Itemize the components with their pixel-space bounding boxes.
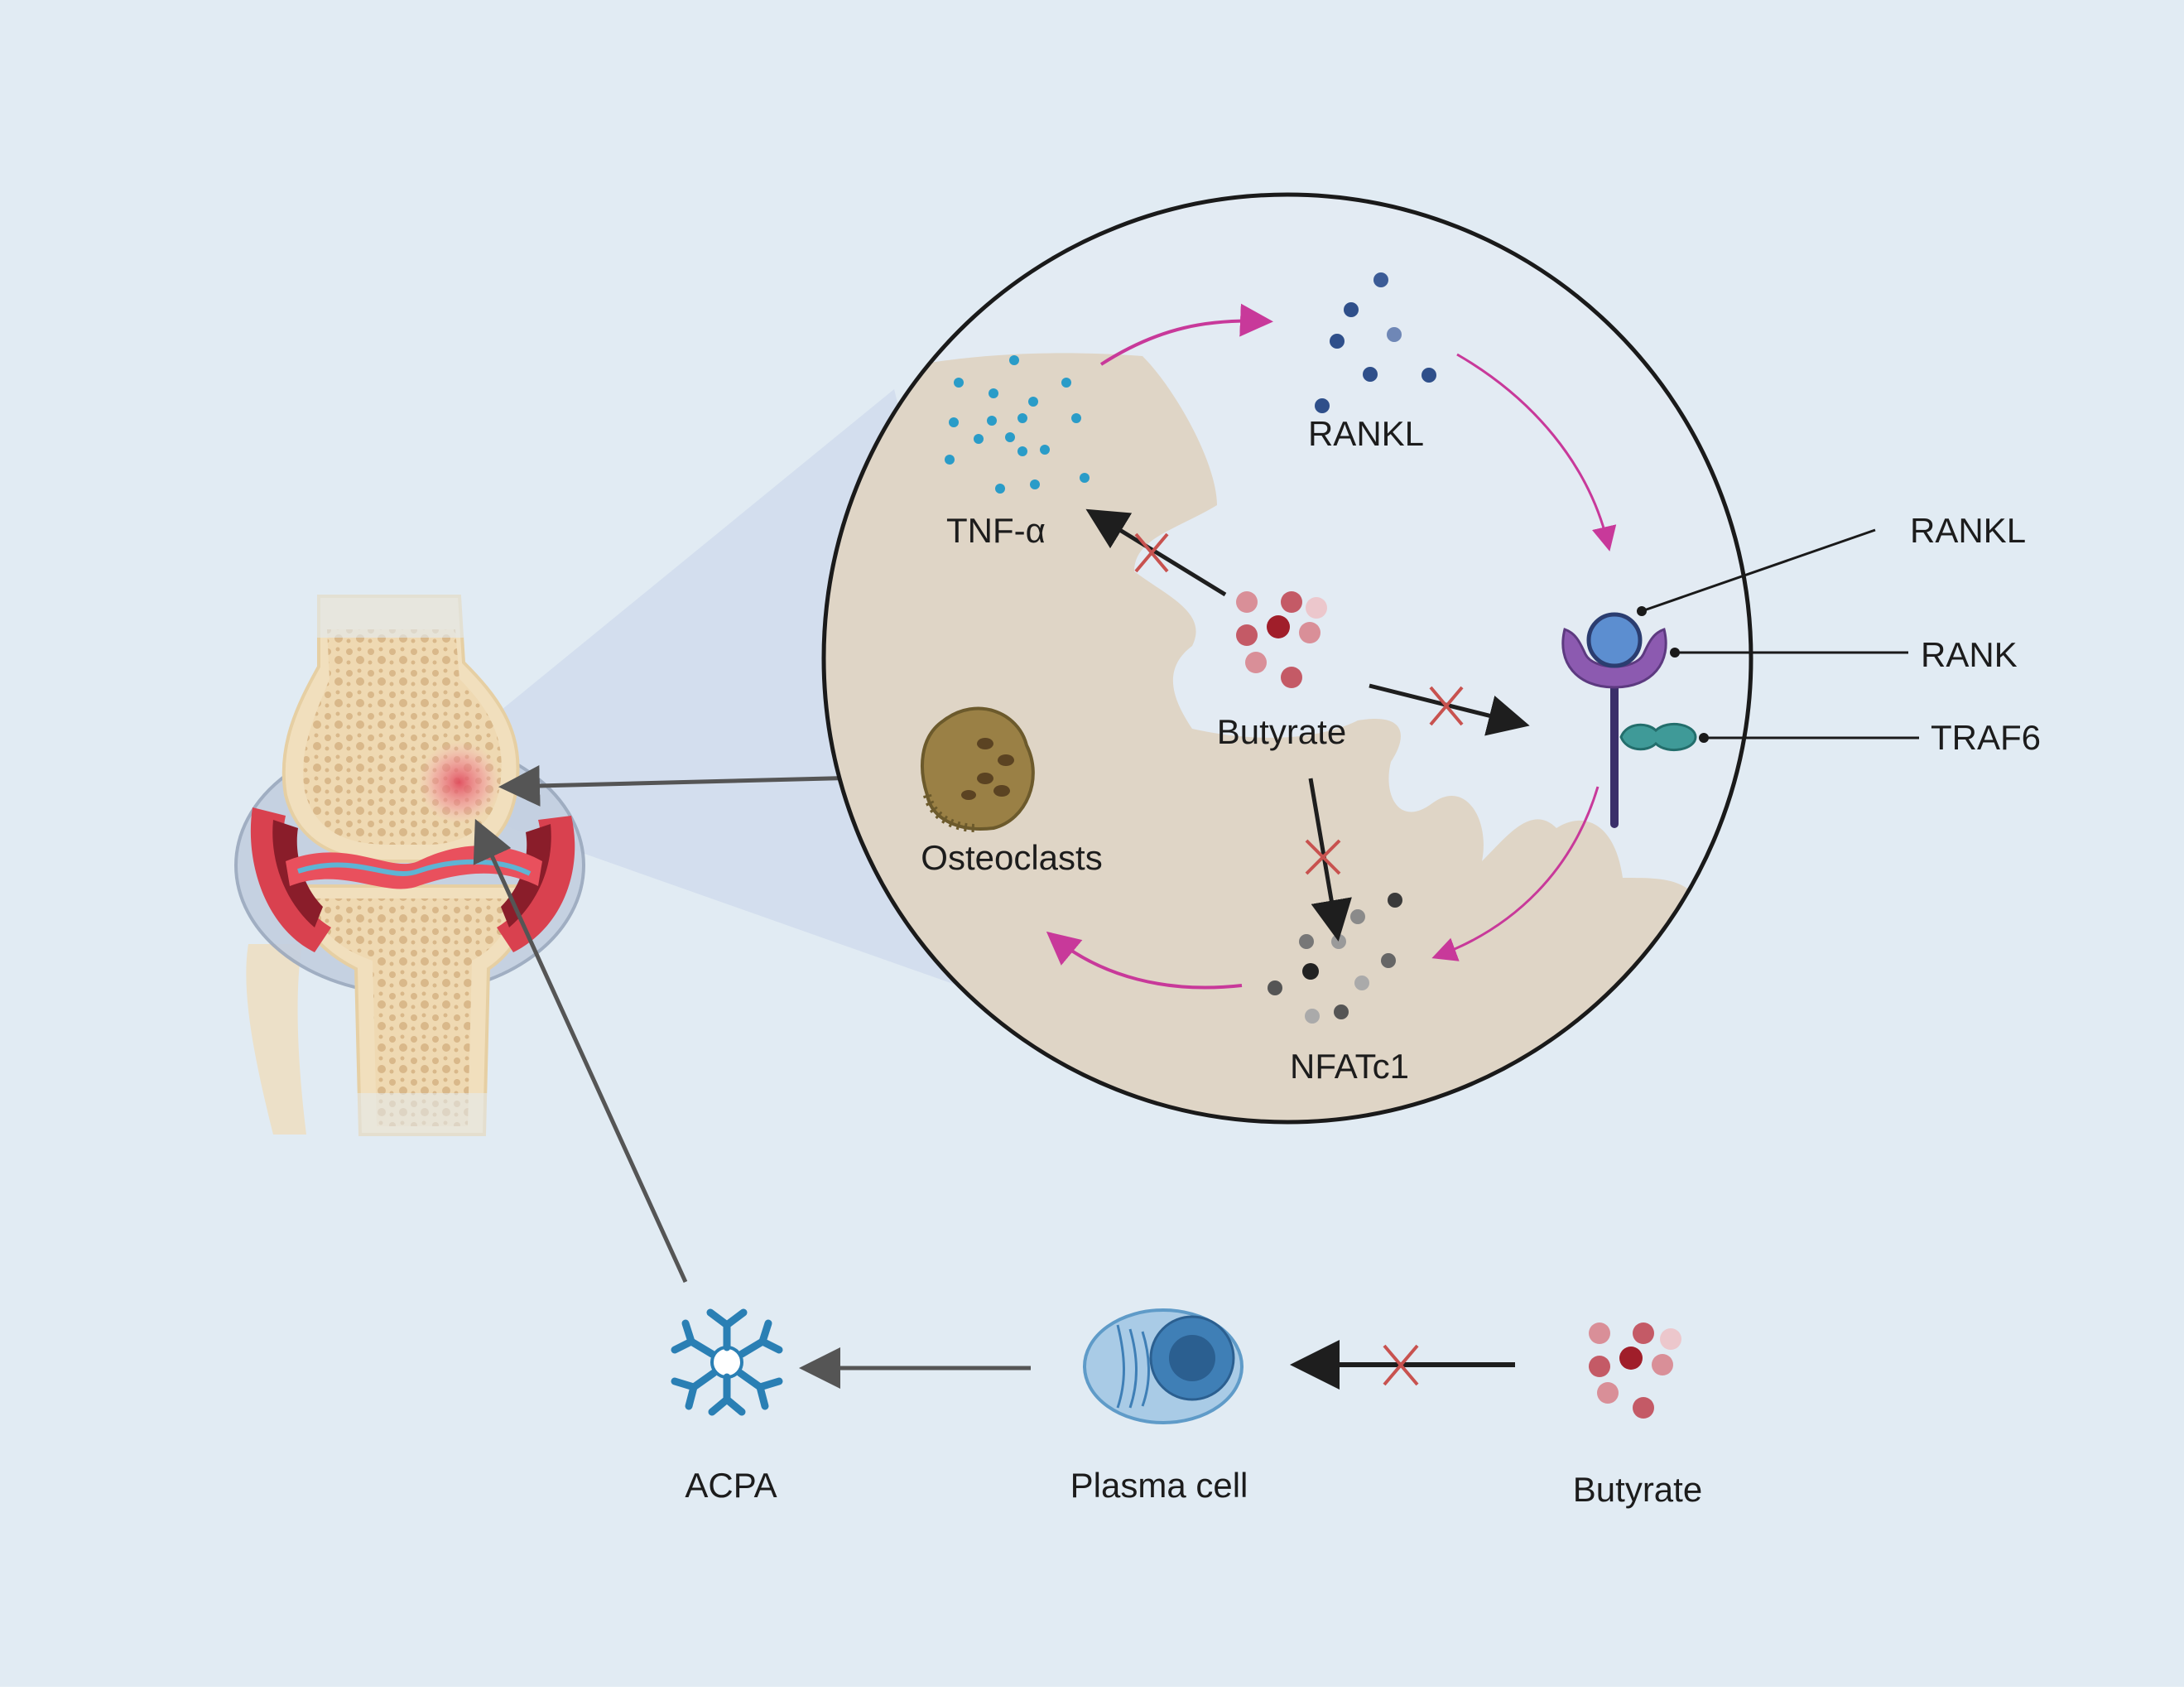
tnf-alpha-molecules (945, 355, 1090, 494)
cycle-arrow-nfatc1-to-osteoclast (1046, 931, 1243, 990)
osteoclast-cell-icon (921, 706, 1035, 832)
rank-callout-dot (1670, 648, 1680, 658)
rankl-callout-dot (1637, 606, 1647, 616)
acpa-to-joint-arrow (473, 818, 688, 1284)
butyrate-to-tnf-arrow (1085, 508, 1227, 597)
butyrate-inner-cluster (1236, 591, 1327, 688)
cycle-arrow-receptor-to-nfatc1 (1431, 786, 1600, 961)
traf6-icon (1619, 723, 1697, 751)
zoom-circle (821, 192, 1753, 1125)
butyrate-bottom-cluster (1589, 1322, 1681, 1419)
acpa-antibody-icon (671, 1308, 783, 1416)
nfatc1-molecules (1268, 893, 1402, 1024)
osteoclast-to-joint-arrow (498, 764, 897, 807)
bone-matrix (824, 353, 1706, 1122)
rankl-callout-label: RANKL (1910, 511, 2026, 550)
zoom-circle-border (821, 192, 1753, 1125)
rankl-molecules (1315, 272, 1436, 413)
butyrate-bottom-label: Butyrate (1573, 1470, 1702, 1509)
tnf-label: TNF-α (946, 511, 1046, 550)
butyrate-inner-label: Butyrate (1217, 712, 1346, 751)
rank-callout-label: RANK (1921, 635, 2018, 674)
acpa-label: ACPA (685, 1466, 777, 1505)
inhibition-cross-bottom (1383, 1344, 1419, 1386)
traf6-callout-dot (1699, 733, 1709, 743)
traf6-callout-label: TRAF6 (1931, 718, 2041, 757)
nfatc1-label: NFATc1 (1290, 1047, 1409, 1086)
knee-joint-icon (234, 580, 585, 1143)
plasma-cell-icon (1083, 1308, 1244, 1424)
cycle-arrow-tnf-to-rankl (1099, 303, 1273, 366)
plasma-cell-label: Plasma cell (1070, 1466, 1248, 1505)
cycle-arrow-rankl-to-receptor (1456, 353, 1617, 552)
inhibition-cross-icon (1134, 532, 1464, 875)
callout-lines (1641, 528, 1919, 740)
osteoclasts-label: Osteoclasts (921, 838, 1102, 877)
rankl-free-label: RANKL (1308, 414, 1424, 453)
rank-receptor-icon (1561, 612, 1667, 828)
